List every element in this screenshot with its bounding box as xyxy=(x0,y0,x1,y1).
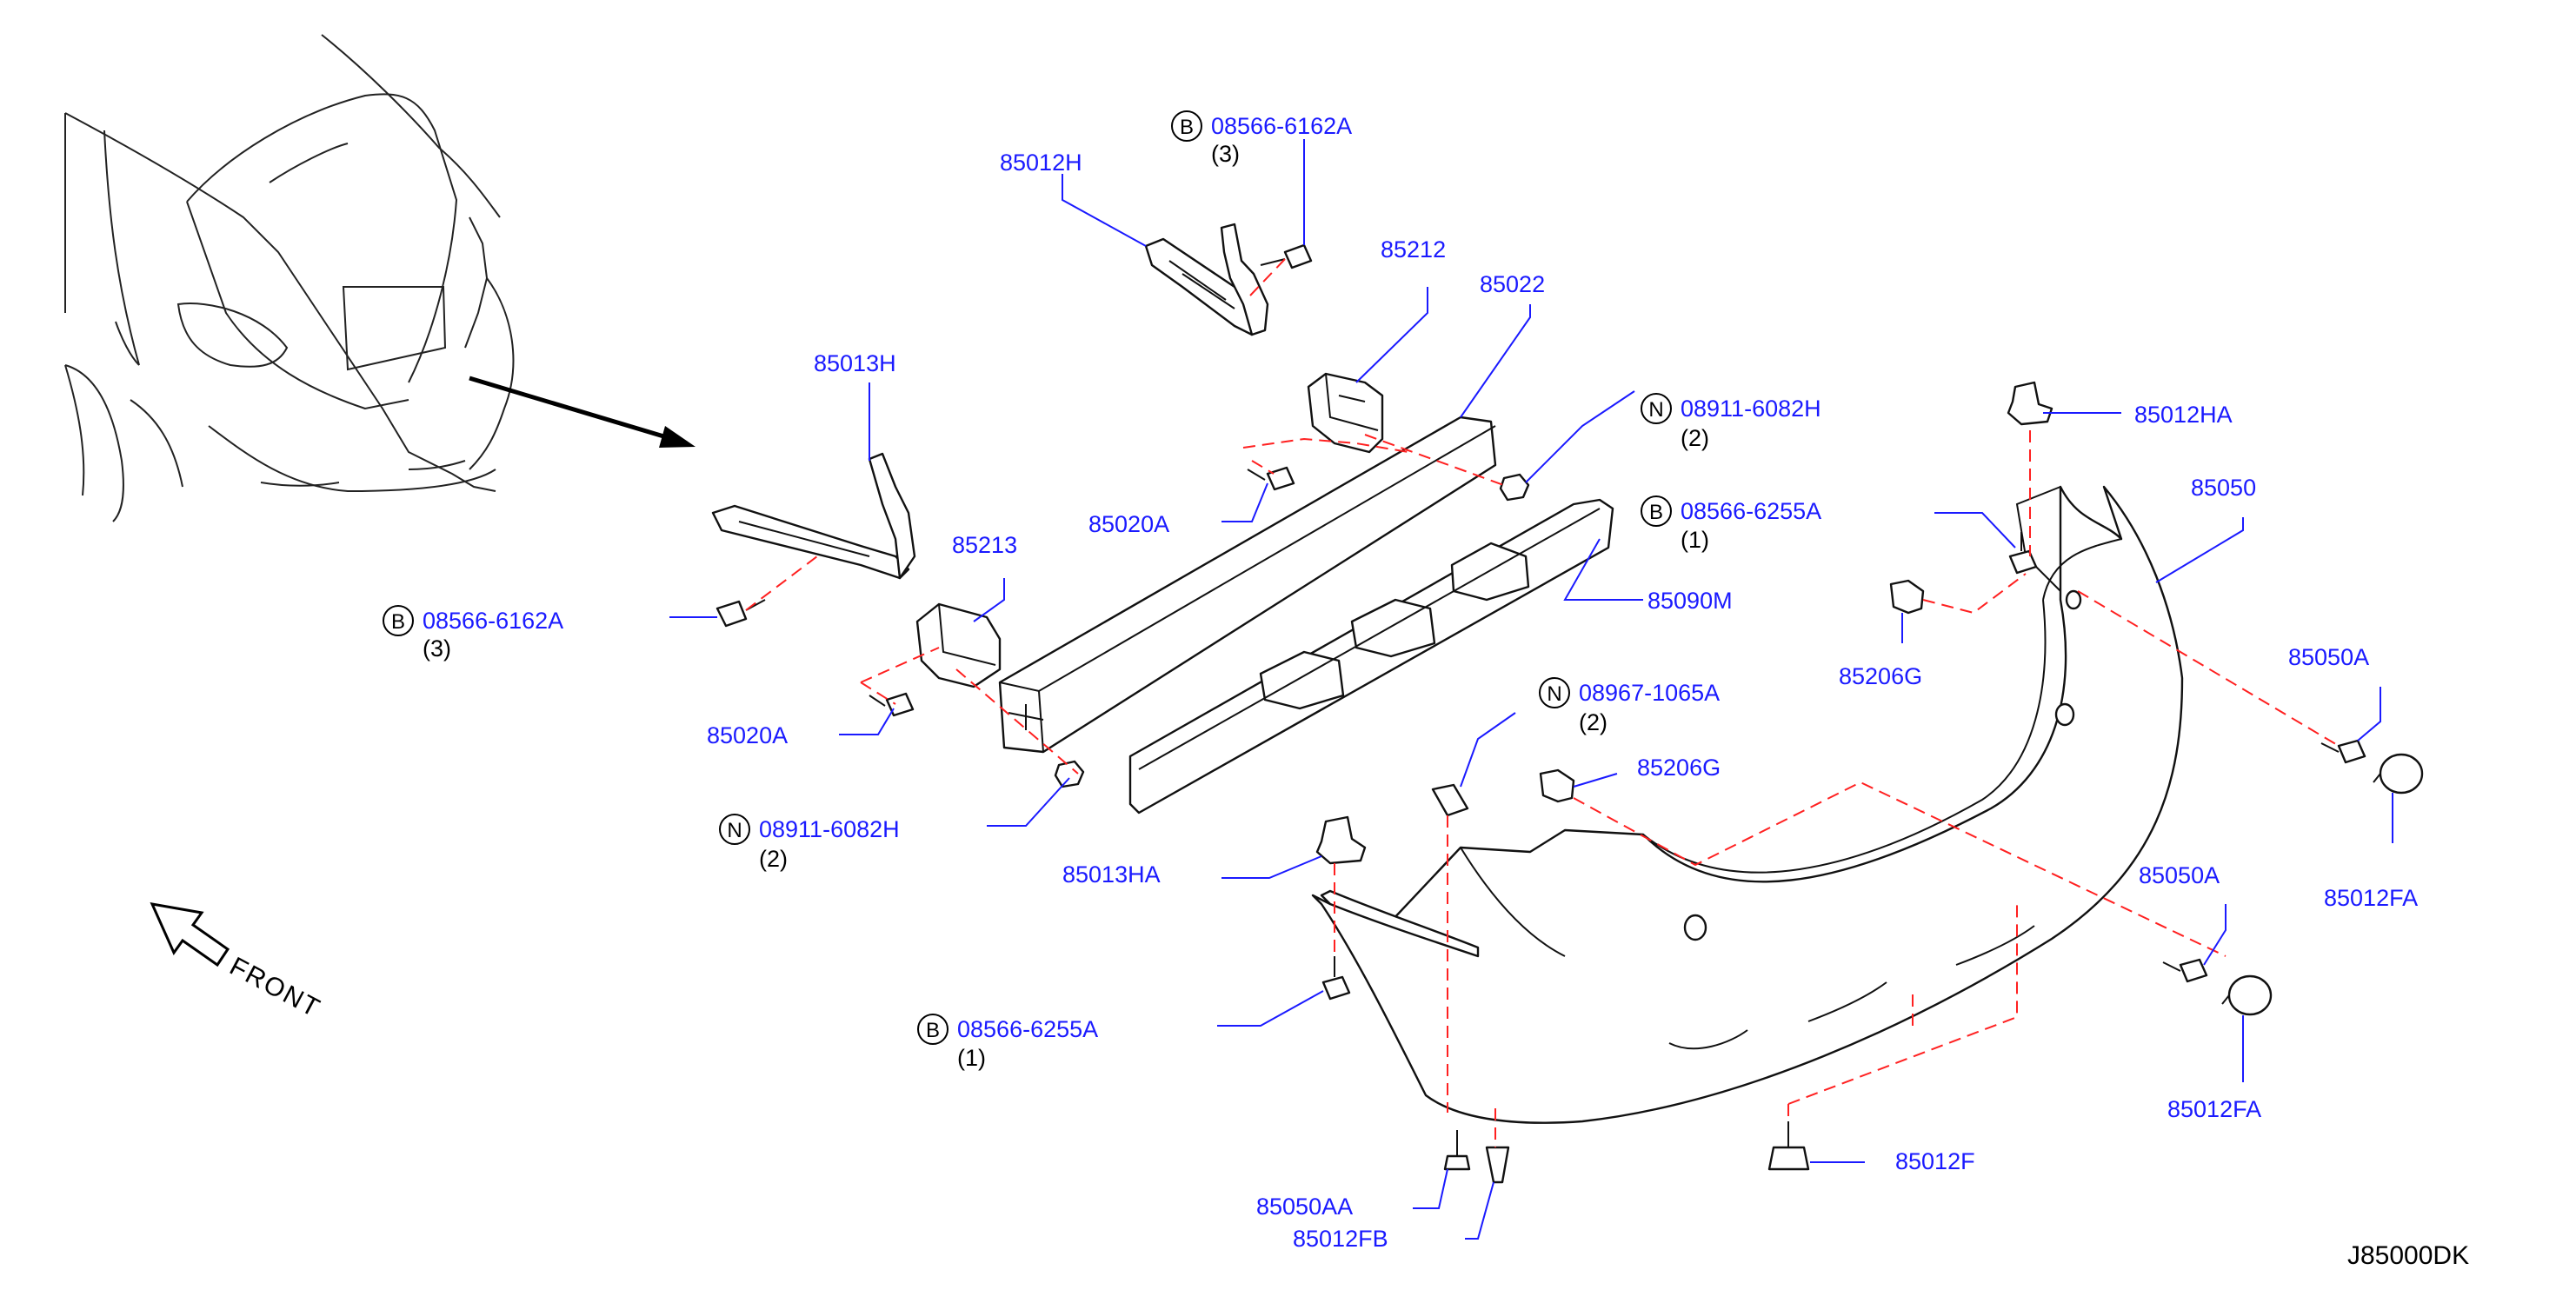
badge-n2 xyxy=(719,814,750,845)
front-direction-indicator: FRONT xyxy=(150,902,326,1023)
label-85012fa-lower: 85012FA xyxy=(2167,1096,2261,1122)
label-85013ha: 85013HA xyxy=(1062,861,1161,888)
badge-n2-letter: N xyxy=(727,819,742,842)
spacer-85206g-mid-drawing xyxy=(1539,768,1575,803)
badge-b1 xyxy=(383,605,414,636)
fastener-n1-number: 08911-6082H xyxy=(1681,396,1821,422)
clip-85012f-drawing xyxy=(1767,1121,1810,1171)
spacer-85206g-right-drawing xyxy=(1889,579,1925,615)
fastener-n1-qty: (2) xyxy=(1681,425,1709,451)
bracket-85012h-drawing xyxy=(1144,223,1269,336)
label-85012f: 85012F xyxy=(1895,1148,1975,1174)
label-85212: 85212 xyxy=(1381,236,1446,263)
badge-n3-letter: N xyxy=(1547,682,1561,706)
badge-b3 xyxy=(1641,495,1672,527)
fastener-b3-callout: B 08566-6255A (1) xyxy=(1641,495,1821,553)
leader-lines xyxy=(669,139,2393,1240)
cap-85012fa-lower-drawing xyxy=(2221,974,2273,1016)
fastener-n2-number: 08911-6082H xyxy=(759,816,900,842)
badge-b2 xyxy=(1171,110,1202,142)
clip-nut-n3-drawing xyxy=(1431,783,1469,817)
label-85213: 85213 xyxy=(952,532,1017,558)
bolt-b3-drawing xyxy=(2008,532,2038,575)
label-85022: 85022 xyxy=(1480,271,1545,297)
fastener-n1-callout: N 08911-6082H (2) xyxy=(1641,393,1821,451)
bolt-85020a-upper-drawing xyxy=(1247,466,1295,491)
label-85012ha: 85012HA xyxy=(2134,402,2233,428)
fastener-b3-number: 08566-6255A xyxy=(1681,498,1821,524)
fastener-b4-qty: (1) xyxy=(957,1045,986,1071)
bolt-b4-drawing xyxy=(1321,956,1351,1001)
part-labels: 85012H 85212 85022 85013H 85213 85020A 8… xyxy=(707,150,2418,1252)
fastener-b4-number: 08566-6255A xyxy=(957,1016,1098,1042)
front-arrow-icon xyxy=(150,902,230,968)
fastener-b1-callout: B 08566-6162A (3) xyxy=(383,605,563,662)
badge-b1-letter: B xyxy=(391,610,405,634)
badge-n1-letter: N xyxy=(1648,398,1663,422)
nut-n2-drawing xyxy=(1054,760,1085,788)
badge-b3-letter: B xyxy=(1649,501,1663,524)
stay-85213-drawing xyxy=(915,602,1002,688)
bolt-b2-drawing xyxy=(1260,243,1313,269)
label-85013h: 85013H xyxy=(814,350,896,376)
clip-85012ha-drawing xyxy=(2007,381,2053,426)
fastener-n2-qty: (2) xyxy=(759,846,788,872)
fastener-b1-qty: (3) xyxy=(423,635,451,662)
cap-85012fa-upper-drawing xyxy=(2373,753,2424,795)
fastener-n3-number: 08967-1065A xyxy=(1579,680,1720,706)
stay-85212-drawing xyxy=(1307,372,1384,454)
clip-85013ha-drawing xyxy=(1315,815,1367,865)
fastener-n2-callout: N 08911-6082H (2) xyxy=(719,814,900,872)
label-85206g-mid: 85206G xyxy=(1637,755,1721,781)
badge-n3 xyxy=(1539,677,1570,708)
label-85090m: 85090M xyxy=(1647,588,1733,614)
fastener-n3-qty: (2) xyxy=(1579,709,1608,735)
label-85012h: 85012H xyxy=(1000,150,1082,176)
screw-85050aa-drawing xyxy=(1443,1130,1471,1171)
badge-b4-letter: B xyxy=(926,1019,940,1042)
fastener-b1-number: 08566-6162A xyxy=(423,608,563,634)
label-85050aa: 85050AA xyxy=(1256,1194,1353,1220)
view-arrow xyxy=(469,376,688,446)
fastener-b4-callout: B 08566-6255A (1) xyxy=(917,1014,1098,1071)
view-arrow-head xyxy=(659,426,696,448)
fastener-b2-callout: B 08566-6162A (3) xyxy=(1171,110,1352,167)
badge-b2-letter: B xyxy=(1180,116,1194,139)
diagram-reference-id: J85000DK xyxy=(2347,1241,2469,1270)
label-85050: 85050 xyxy=(2191,475,2256,501)
label-85012fb: 85012FB xyxy=(1293,1226,1388,1252)
bracket-85013h-drawing xyxy=(711,452,916,580)
label-85050a-lower: 85050A xyxy=(2139,862,2220,888)
bolt-85050a-lower-drawing xyxy=(2162,958,2208,983)
badge-n1 xyxy=(1641,393,1672,424)
front-label: FRONT xyxy=(225,952,326,1023)
fastener-b2-number: 08566-6162A xyxy=(1211,113,1352,139)
label-85020a-upper: 85020A xyxy=(1088,511,1169,537)
fastener-b3-qty: (1) xyxy=(1681,527,1709,553)
label-85020a-lower: 85020A xyxy=(707,722,788,748)
clip-85012fb-drawing xyxy=(1485,1146,1510,1184)
fastener-b2-qty: (3) xyxy=(1211,141,1240,167)
bolt-b1-drawing xyxy=(716,599,766,628)
fastener-n3-callout: N 08967-1065A (2) xyxy=(1539,677,1720,735)
bolt-85050a-upper-drawing xyxy=(2320,739,2366,764)
badge-b4 xyxy=(917,1014,949,1045)
label-85050a-upper: 85050A xyxy=(2288,644,2369,670)
label-85012fa-upper: 85012FA xyxy=(2324,885,2418,911)
assembly-dash-lines xyxy=(745,258,2340,1147)
vehicle-rear-illustration xyxy=(64,34,515,522)
bumper-fascia-85050-drawing xyxy=(1311,485,2184,1124)
nut-n1-drawing xyxy=(1499,473,1530,502)
absorber-85090m-drawing xyxy=(1128,498,1614,815)
label-85206g-right: 85206G xyxy=(1839,663,1922,689)
